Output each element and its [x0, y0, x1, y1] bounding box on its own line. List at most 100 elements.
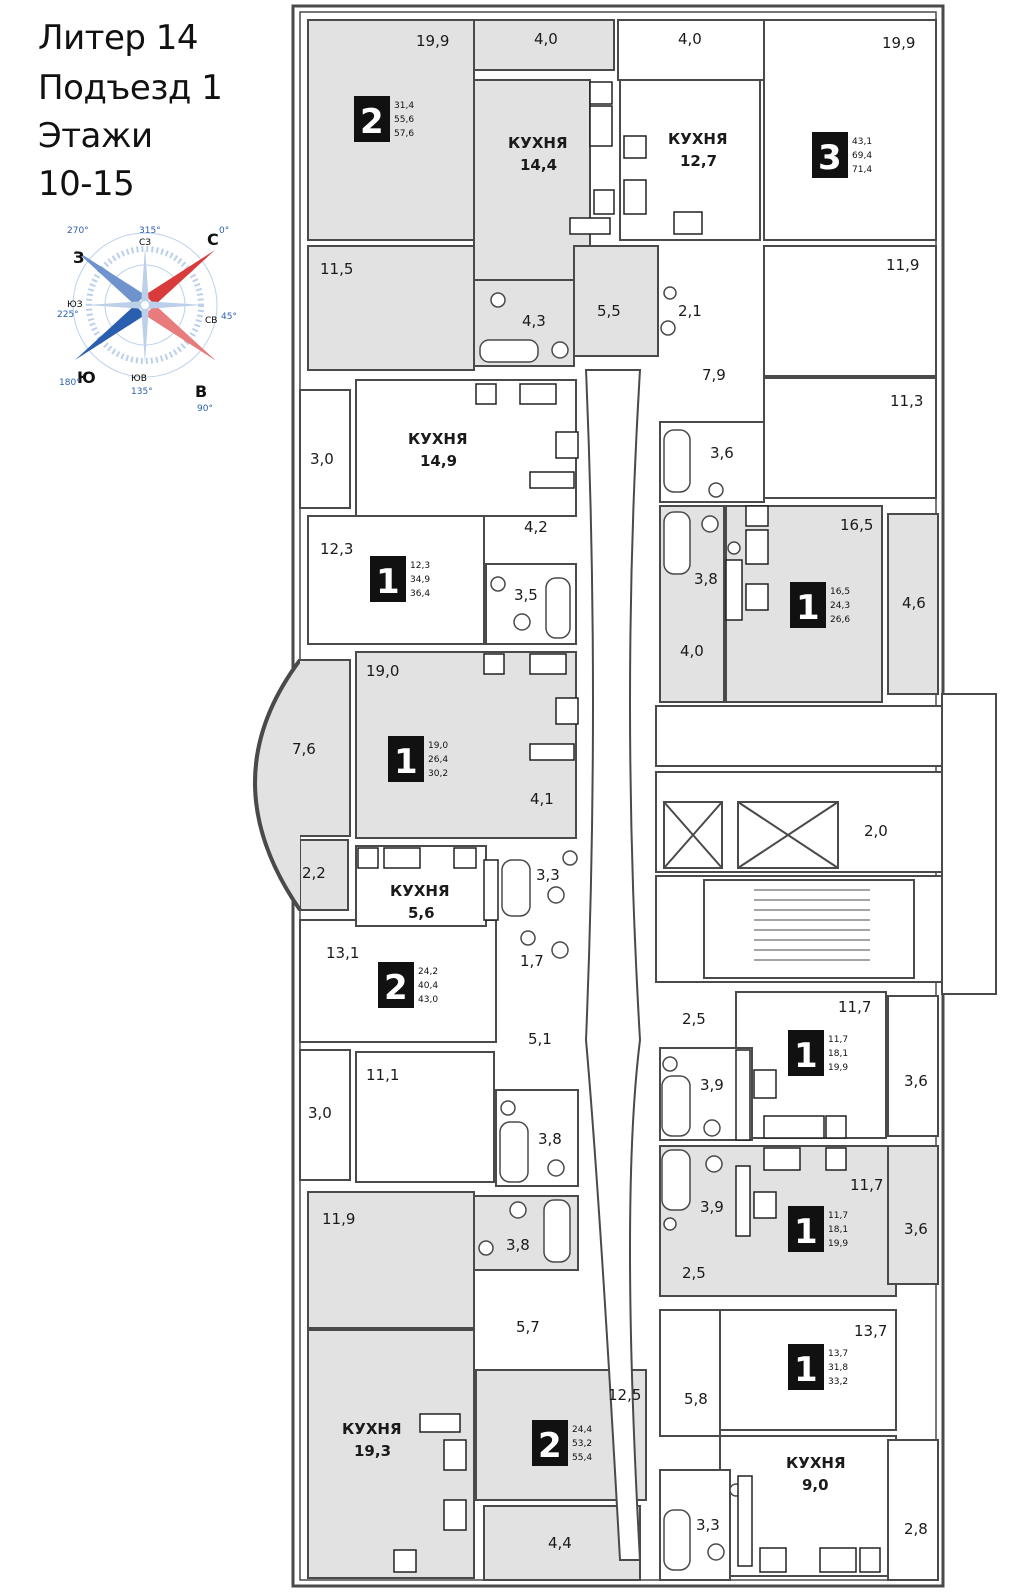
room-area: 2,0 [864, 822, 888, 840]
kitchen-labels: КУХНЯ 14,4 КУХНЯ 12,7 КУХНЯ 14,9 КУХНЯ 5… [342, 130, 846, 1494]
room-area: 2,5 [682, 1264, 706, 1282]
compass-e: В [195, 382, 207, 401]
room-area: 19,0 [366, 662, 399, 680]
svg-text:43,1: 43,1 [852, 137, 872, 147]
svg-text:1: 1 [794, 1036, 818, 1076]
room-area: 2,1 [678, 302, 702, 320]
room-area: 11,9 [886, 256, 919, 274]
svg-text:1: 1 [794, 1212, 818, 1252]
room-area: 3,3 [536, 866, 560, 884]
room-area-labels: 19,9 4,0 4,0 19,9 11,5 4,3 5,5 2,1 11,9 … [292, 30, 928, 1552]
svg-text:26,4: 26,4 [428, 755, 448, 765]
svg-text:1: 1 [794, 1350, 818, 1390]
room-area: 12,5 [608, 1386, 641, 1404]
kitchen-area: 9,0 [802, 1476, 829, 1494]
room-fills [299, 19, 939, 1581]
room-area: 5,1 [528, 1030, 552, 1048]
compass-nw: СЗ [139, 238, 151, 248]
room-area: 12,3 [320, 540, 353, 558]
room-area: 4,0 [534, 30, 558, 48]
svg-text:55,4: 55,4 [572, 1453, 592, 1463]
svg-text:1: 1 [394, 742, 418, 782]
compass-sw: ЮЗ [67, 300, 83, 310]
svg-text:24,2: 24,2 [418, 967, 438, 977]
kitchen-name: КУХНЯ [390, 882, 450, 900]
svg-text:18,1: 18,1 [828, 1049, 848, 1059]
room-area: 7,9 [702, 366, 726, 384]
svg-text:19,9: 19,9 [828, 1239, 848, 1249]
apartment-badge: 1 13,7 31,8 33,2 [788, 1344, 848, 1390]
apartment-badge: 1 19,0 26,4 30,2 [388, 736, 448, 782]
room-area: 4,0 [680, 642, 704, 660]
svg-text:26,6: 26,6 [830, 615, 850, 625]
fixtures [478, 286, 743, 1571]
kitchen-name: КУХНЯ [408, 430, 468, 448]
apartment-badge: 3 43,1 69,4 71,4 [812, 132, 872, 178]
kitchen-name: КУХНЯ [508, 134, 568, 152]
kitchen-area: 5,6 [408, 904, 435, 922]
room-area: 3,3 [696, 1516, 720, 1534]
kitchen-name: КУХНЯ [668, 130, 728, 148]
svg-text:19,0: 19,0 [428, 741, 448, 751]
deg-0: 0° [219, 226, 229, 236]
room-area: 4,2 [524, 518, 548, 536]
building-label: Литер 14 [38, 18, 199, 58]
room-area: 4,3 [522, 312, 546, 330]
apartment-badge: 1 11,7 18,1 19,9 [788, 1030, 848, 1076]
svg-text:2: 2 [360, 102, 384, 142]
room-area: 3,5 [514, 586, 538, 604]
compass-s: Ю [77, 368, 96, 387]
svg-text:69,4: 69,4 [852, 151, 872, 161]
svg-text:19,9: 19,9 [828, 1063, 848, 1073]
svg-text:36,4: 36,4 [410, 589, 430, 599]
room-area: 1,7 [520, 952, 544, 970]
room-area: 4,4 [548, 1534, 572, 1552]
svg-text:3: 3 [818, 138, 842, 178]
room-area: 3,9 [700, 1076, 724, 1094]
room-area: 3,6 [904, 1072, 928, 1090]
room-area: 7,6 [292, 740, 316, 758]
kitchen-area: 12,7 [680, 152, 717, 170]
room-area: 19,9 [882, 34, 915, 52]
room-area: 5,5 [597, 302, 621, 320]
deg-45: 45° [221, 312, 237, 322]
svg-text:24,4: 24,4 [572, 1425, 592, 1435]
corridor [584, 369, 642, 1561]
room-area: 2,5 [682, 1010, 706, 1028]
room-area: 2,8 [904, 1520, 928, 1538]
kitchen-appliances [357, 81, 881, 1573]
room-area: 11,7 [838, 998, 871, 1016]
compass-ne: СВ [205, 316, 217, 326]
apartment-badge: 1 11,7 18,1 19,9 [788, 1206, 848, 1252]
svg-text:40,4: 40,4 [418, 981, 438, 991]
svg-text:2: 2 [538, 1426, 562, 1466]
room-area: 4,1 [530, 790, 554, 808]
room-area: 11,5 [320, 260, 353, 278]
core [655, 693, 997, 995]
deg-180: 180° [59, 378, 81, 388]
room-area: 3,8 [506, 1236, 530, 1254]
deg-270: 270° [67, 226, 89, 236]
compass-w: З [73, 248, 84, 267]
svg-text:53,2: 53,2 [572, 1439, 592, 1449]
svg-text:57,6: 57,6 [394, 129, 414, 139]
kitchen-area: 14,4 [520, 156, 557, 174]
curved-loggia [253, 658, 302, 912]
room-area: 11,9 [322, 1210, 355, 1228]
deg-315: 315° [139, 226, 161, 236]
svg-text:11,7: 11,7 [828, 1211, 848, 1221]
svg-text:1: 1 [796, 588, 820, 628]
room-area: 4,6 [902, 594, 926, 612]
apartment-badge: 1 12,3 34,9 36,4 [370, 556, 430, 602]
svg-text:13,7: 13,7 [828, 1349, 848, 1359]
entrance-label: Подъезд 1 [38, 68, 223, 108]
svg-text:30,2: 30,2 [428, 769, 448, 779]
svg-text:43,0: 43,0 [418, 995, 438, 1005]
svg-text:31,4: 31,4 [394, 101, 414, 111]
compass-se: ЮВ [131, 374, 147, 384]
svg-text:55,6: 55,6 [394, 115, 414, 125]
svg-text:71,4: 71,4 [852, 165, 872, 175]
deg-225: 225° [57, 310, 79, 320]
room-area: 19,9 [416, 32, 449, 50]
room-area: 3,0 [308, 1104, 332, 1122]
